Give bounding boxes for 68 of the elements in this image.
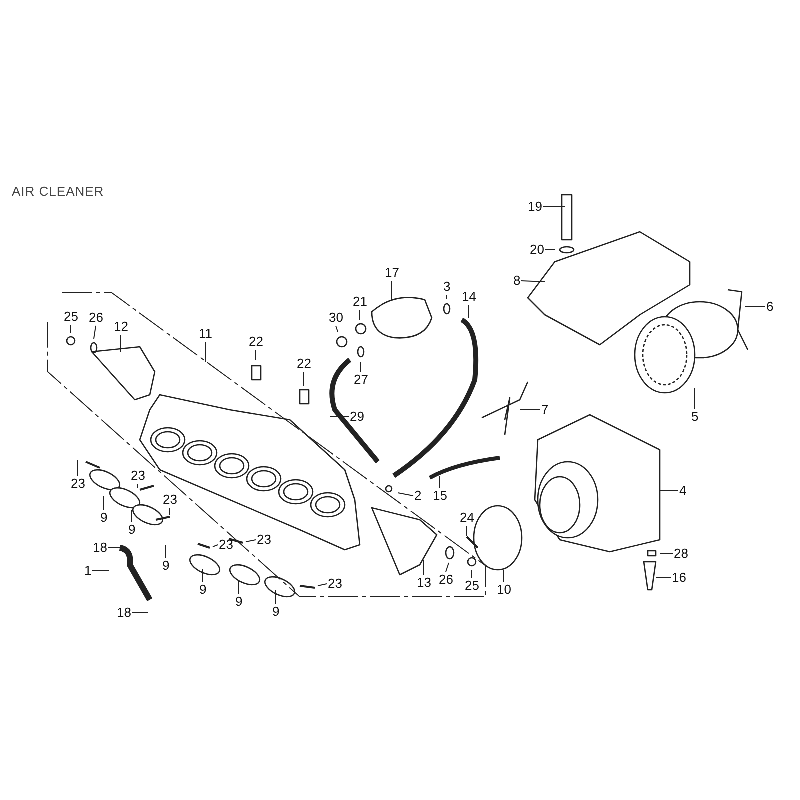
callout-number: 5 xyxy=(692,410,699,424)
callout-number: 23 xyxy=(328,577,342,591)
leader-line xyxy=(468,304,470,318)
callout-number: 23 xyxy=(71,477,86,491)
callout-number: 23 xyxy=(257,533,272,547)
leader-line xyxy=(120,334,122,352)
leader-line xyxy=(446,294,448,300)
leader-line xyxy=(246,540,256,542)
callout-number: 3 xyxy=(444,280,451,294)
callout-number: 9 xyxy=(162,559,170,573)
callout-number: 9 xyxy=(236,595,243,609)
leader-line xyxy=(694,388,696,410)
callout-number: 27 xyxy=(354,373,368,387)
leader-line xyxy=(212,544,218,548)
callout-number: 18 xyxy=(93,541,108,555)
callout-number: 23 xyxy=(163,493,178,507)
callout-number: 21 xyxy=(353,295,368,309)
leader-line xyxy=(318,584,328,586)
leader-line xyxy=(660,490,679,492)
callout-number: 22 xyxy=(249,335,264,349)
leader-line xyxy=(238,580,240,594)
leader-line xyxy=(521,280,546,282)
callout-number: 9 xyxy=(272,605,280,619)
leader-line xyxy=(744,306,766,308)
callout-number: 22 xyxy=(297,357,312,371)
callout-number: 4 xyxy=(680,484,687,498)
leader-line xyxy=(360,362,362,372)
callout-number: 24 xyxy=(460,511,474,525)
callout-number: 10 xyxy=(497,583,512,597)
leader-line xyxy=(202,568,204,582)
callout-number: 29 xyxy=(350,410,364,424)
callout-number: 14 xyxy=(462,290,476,304)
leader-line xyxy=(398,492,414,496)
callout-number: 25 xyxy=(64,310,78,324)
callout-number: 20 xyxy=(530,243,544,257)
callout-number: 17 xyxy=(385,266,400,280)
leader-line xyxy=(446,562,450,572)
callout-number: 6 xyxy=(766,300,774,314)
leader-line xyxy=(94,326,96,340)
callout-number: 26 xyxy=(439,573,454,587)
callout-number: 9 xyxy=(100,511,108,525)
leader-line xyxy=(466,526,468,536)
callout-number: 12 xyxy=(114,320,128,334)
callout-number: 16 xyxy=(672,571,686,585)
leader-line xyxy=(542,206,566,208)
callout-number: 23 xyxy=(131,469,146,483)
leader-line xyxy=(330,416,350,418)
callout-number: 1 xyxy=(84,564,92,578)
callout-number: 8 xyxy=(514,274,521,288)
callout-number: 13 xyxy=(417,576,432,590)
leader-line xyxy=(92,570,110,572)
callout-number: 7 xyxy=(542,403,549,417)
callout-number: 23 xyxy=(219,538,234,552)
callout-number: 19 xyxy=(528,200,542,214)
diagram-title: AIR CLEANER xyxy=(12,184,104,199)
callout-number: 15 xyxy=(433,489,448,503)
callout-number: 25 xyxy=(465,579,480,593)
callout-number: 9 xyxy=(128,523,136,537)
callout-number: 11 xyxy=(199,327,212,341)
callout-number: 9 xyxy=(200,583,207,597)
leader-line xyxy=(336,326,338,332)
callout-number: 30 xyxy=(329,311,344,325)
callout-number: 28 xyxy=(674,547,688,561)
leader-line xyxy=(132,612,148,614)
leader-line xyxy=(70,324,72,334)
callout-number: 2 xyxy=(414,489,422,503)
callout-number: 18 xyxy=(117,606,132,620)
callout-number: 26 xyxy=(89,311,104,325)
